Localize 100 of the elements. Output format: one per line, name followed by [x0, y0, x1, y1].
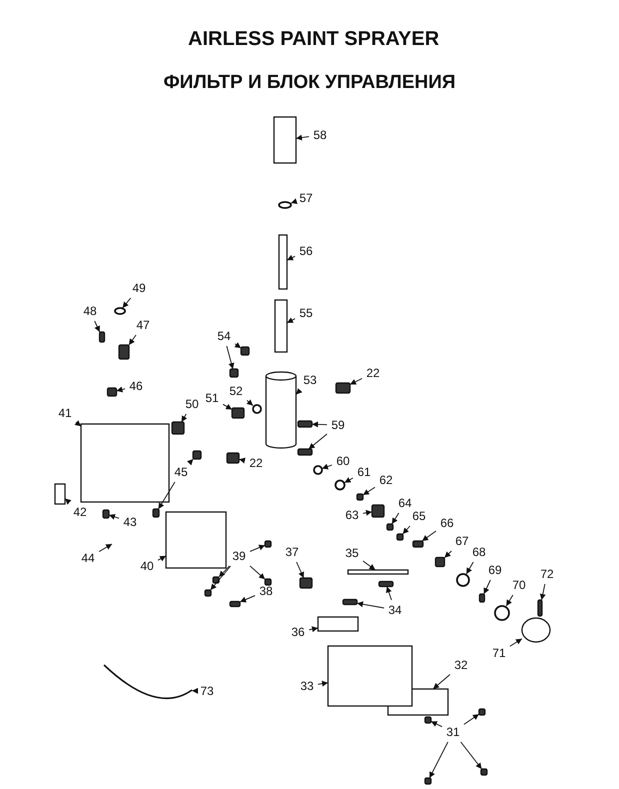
part-drawing: [297, 420, 313, 428]
leader-line: [312, 421, 328, 428]
part-drawing: [313, 465, 323, 475]
part-drawing: [456, 573, 470, 587]
leader-line: [308, 434, 328, 450]
part-drawing: [114, 307, 126, 315]
leader-line: [430, 720, 442, 728]
part-drawing: [347, 569, 409, 575]
leader-line: [246, 399, 254, 406]
part-drawing: [334, 480, 346, 490]
part-drawing: [371, 504, 385, 518]
callout-number: 70: [512, 579, 526, 591]
callout-number: 48: [83, 305, 97, 317]
callout-number: 53: [303, 374, 317, 386]
part-drawing: [299, 577, 313, 589]
part-drawing: [264, 578, 272, 586]
leader-line: [250, 544, 266, 552]
part-drawing: [424, 716, 432, 724]
part-drawing: [327, 645, 413, 707]
part-drawing: [273, 116, 297, 164]
callout-number: 54: [217, 330, 231, 342]
leader-line: [98, 544, 112, 552]
leader-line: [226, 346, 234, 370]
title: ФИЛЬТР И БЛОК УПРАВЛЕНИЯ: [163, 72, 456, 94]
callout-number: 46: [129, 380, 143, 392]
part-drawing: [317, 616, 359, 632]
part-drawing: [412, 540, 424, 548]
callout-number: 31: [446, 726, 460, 738]
part-drawing: [478, 708, 486, 716]
leader-line: [210, 566, 232, 590]
callout-number: 67: [455, 535, 469, 547]
callout-number: 73: [200, 685, 214, 697]
part-drawing: [480, 768, 488, 776]
leader-line: [238, 458, 246, 464]
callout-number: 39: [232, 550, 246, 562]
leader-line: [286, 254, 296, 261]
leader-line: [444, 550, 452, 558]
leader-line: [186, 458, 194, 466]
callout-number: 42: [73, 506, 87, 518]
part-drawing: [537, 599, 543, 617]
leader-line: [122, 298, 132, 308]
part-drawing: [192, 450, 202, 460]
callout-number: 51: [205, 392, 219, 404]
callout-number: 34: [388, 604, 402, 616]
leader-line: [158, 482, 176, 510]
callout-number: 68: [472, 546, 486, 558]
leader-line: [391, 512, 400, 524]
callout-number: 65: [412, 510, 426, 522]
callout-number: 59: [331, 419, 345, 431]
leader-line: [308, 626, 318, 632]
leader-line: [128, 334, 136, 346]
part-drawing: [229, 600, 241, 608]
part-drawing: [335, 382, 351, 394]
leader-line: [344, 477, 354, 484]
part-drawing: [494, 605, 510, 621]
part-drawing: [342, 598, 358, 606]
leader-line: [362, 486, 376, 496]
leader-line: [356, 601, 384, 608]
part-drawing: [54, 483, 66, 505]
callout-number: 37: [285, 546, 299, 558]
leader-line: [296, 134, 310, 141]
leader-line: [240, 595, 256, 602]
leader-line: [402, 526, 410, 534]
part-drawing: [226, 452, 240, 464]
leader-line: [322, 464, 332, 470]
leader-line: [362, 560, 376, 570]
part-drawing: [165, 511, 227, 569]
leader-line: [318, 680, 328, 687]
heading: AIRLESS PAINT SPRAYER: [188, 28, 440, 51]
leader-line: [181, 414, 188, 422]
leader-line: [483, 580, 491, 594]
part-drawing: [434, 556, 446, 568]
part-drawing: [396, 533, 404, 541]
callout-number: 66: [440, 517, 454, 529]
part-drawing: [378, 580, 394, 588]
callout-number: 35: [345, 547, 359, 559]
leader-line: [286, 317, 296, 324]
callout-number: 36: [291, 626, 305, 638]
leader-line: [432, 674, 450, 690]
part-drawing: [252, 404, 262, 414]
leader-line: [64, 498, 72, 505]
callout-number: 63: [345, 509, 359, 521]
leader-line: [108, 514, 120, 520]
part-drawing: [106, 387, 118, 397]
part-drawing: [80, 423, 170, 503]
part-drawing: [521, 617, 551, 643]
callout-number: 57: [299, 192, 313, 204]
part-drawing: [356, 493, 364, 501]
callout-number: 56: [299, 245, 313, 257]
part-drawing: [171, 421, 185, 435]
callout-number: 61: [357, 466, 371, 478]
part-drawing: [240, 346, 250, 356]
callout-number: 32: [454, 659, 468, 671]
leader-line: [218, 566, 230, 578]
callout-number: 58: [313, 129, 327, 141]
callout-number: 50: [185, 398, 199, 410]
callout-number: 33: [300, 680, 314, 692]
leader-line: [540, 584, 546, 600]
part-drawing: [118, 344, 130, 360]
leader-line: [296, 388, 302, 395]
